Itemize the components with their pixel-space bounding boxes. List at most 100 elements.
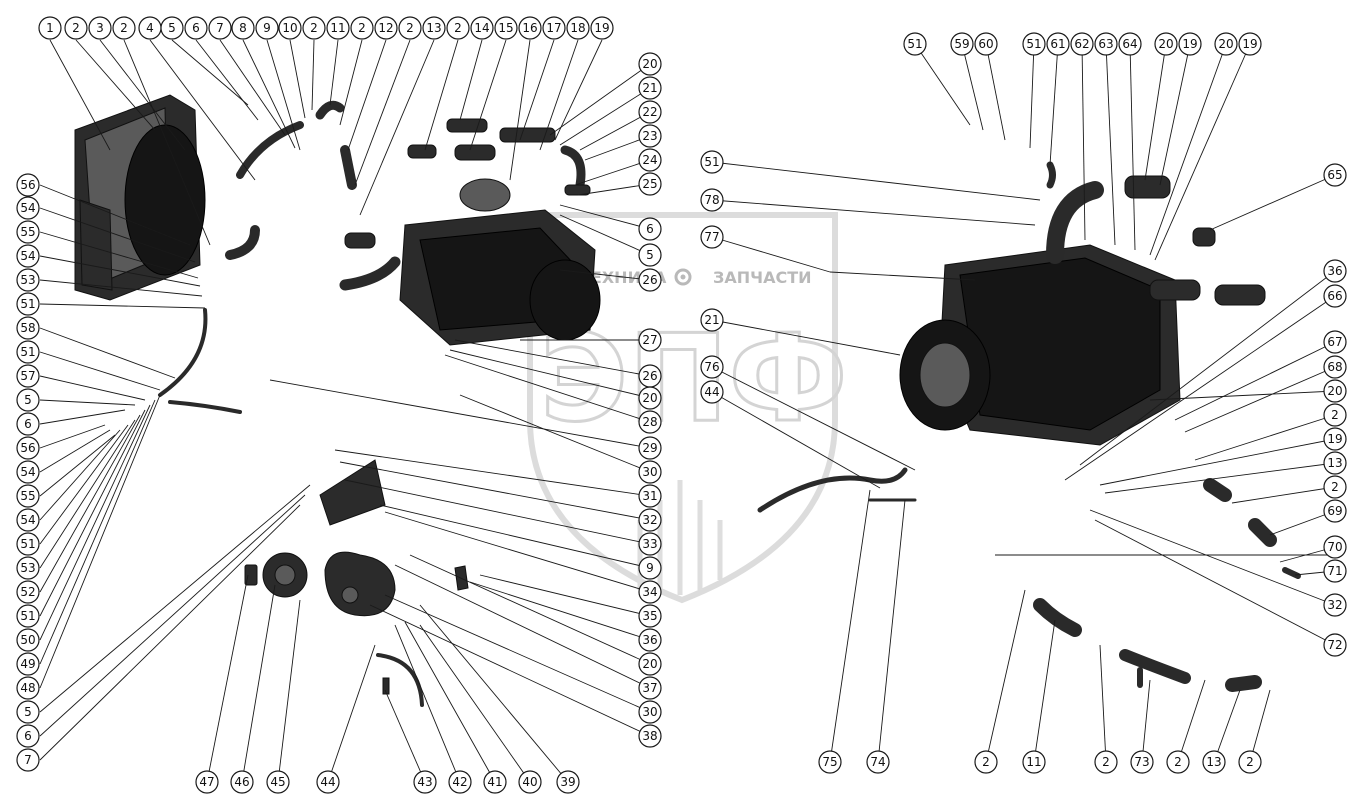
callout-label: 29 <box>638 436 662 460</box>
callout-number: 36 <box>1327 264 1342 278</box>
callout-circle <box>16 628 40 652</box>
callout-circle <box>483 770 507 794</box>
callout-number: 6 <box>24 417 32 431</box>
callout-label: 63 <box>1094 32 1118 56</box>
callout-label: 20 <box>638 52 662 76</box>
callout-circle <box>316 770 340 794</box>
callout-number: 67 <box>1327 335 1342 349</box>
callout-label: 30 <box>638 700 662 724</box>
callout-label: 54 <box>16 508 40 532</box>
callout-number: 21 <box>642 81 657 95</box>
callout-label: 13 <box>1202 750 1226 774</box>
callout-number: 25 <box>642 177 657 191</box>
callout-label: 39 <box>556 770 580 794</box>
callout-label: 62 <box>1070 32 1094 56</box>
callout-number: 20 <box>1218 37 1233 51</box>
callout-label: 20 <box>1154 32 1178 56</box>
callout-circle <box>16 220 40 244</box>
callout-number: 31 <box>642 489 657 503</box>
callout-circle <box>700 150 724 174</box>
callout-number: 42 <box>452 775 467 789</box>
callout-label: 6 <box>638 217 662 241</box>
callout-number: 9 <box>263 21 271 35</box>
callout-circle <box>16 460 40 484</box>
callout-number: 2 <box>310 21 318 35</box>
callout-number: 60 <box>978 37 993 51</box>
callout-circle <box>16 652 40 676</box>
callout-label: 17 <box>542 16 566 40</box>
callout-circle <box>16 364 40 388</box>
callout-number: 49 <box>20 657 35 671</box>
callout-circle <box>195 770 219 794</box>
callout-number: 46 <box>234 775 249 789</box>
callout-number: 62 <box>1074 37 1089 51</box>
callout-number: 20 <box>642 391 657 405</box>
callout-number: 51 <box>704 155 719 169</box>
callout-number: 48 <box>20 681 35 695</box>
callout-label: 77 <box>700 225 724 249</box>
callout-number: 51 <box>20 609 35 623</box>
callout-circle <box>231 16 255 40</box>
callout-number: 35 <box>642 609 657 623</box>
callout-circle <box>1323 163 1347 187</box>
callout-number: 2 <box>406 21 414 35</box>
callout-label: 21 <box>638 76 662 100</box>
callout-label: 14 <box>470 16 494 40</box>
callout-label: 51 <box>16 604 40 628</box>
callout-label: 54 <box>16 244 40 268</box>
callout-number: 20 <box>642 657 657 671</box>
callout-number: 32 <box>642 513 657 527</box>
callout-circle <box>1022 32 1046 56</box>
callout-circle <box>184 16 208 40</box>
callout-number: 43 <box>417 775 432 789</box>
callout-circle <box>638 386 662 410</box>
callout-number: 19 <box>1182 37 1197 51</box>
leader-lines <box>39 39 1336 783</box>
callout-label: 55 <box>16 484 40 508</box>
callout-number: 24 <box>642 153 657 167</box>
callout-number: 6 <box>192 21 200 35</box>
callout-label: 6 <box>16 724 40 748</box>
callout-label: 1 <box>38 16 62 40</box>
callout-number: 5 <box>24 393 32 407</box>
callout-number: 19 <box>1242 37 1257 51</box>
callout-label: 65 <box>1323 163 1347 187</box>
callout-number: 9 <box>646 561 654 575</box>
callout-circle <box>448 770 472 794</box>
callout-label: 34 <box>638 580 662 604</box>
callout-number: 20 <box>1158 37 1173 51</box>
callout-circle <box>1178 32 1202 56</box>
callout-circle <box>542 16 566 40</box>
callout-circle <box>1323 451 1347 475</box>
callout-circle <box>638 148 662 172</box>
callout-circle <box>326 16 350 40</box>
callout-number: 54 <box>20 513 35 527</box>
callout-number: 66 <box>1327 289 1342 303</box>
callout-number: 2 <box>982 755 990 769</box>
callout-circle <box>1130 750 1154 774</box>
lower-right-hoses <box>757 467 1301 692</box>
callout-label: 2 <box>446 16 470 40</box>
callout-circle <box>700 308 724 332</box>
callout-circle <box>974 750 998 774</box>
callout-circle <box>16 484 40 508</box>
callout-circle <box>700 225 724 249</box>
callout-number: 12 <box>378 21 393 35</box>
callout-circle <box>374 16 398 40</box>
callout-circle <box>638 628 662 652</box>
callout-circle <box>160 16 184 40</box>
callout-number: 70 <box>1327 540 1342 554</box>
callout-number: 18 <box>570 21 585 35</box>
callout-circle <box>1323 475 1347 499</box>
callout-number: 56 <box>20 178 35 192</box>
callout-label: 40 <box>518 770 542 794</box>
callout-number: 34 <box>642 585 657 599</box>
callout-label: 52 <box>16 580 40 604</box>
callout-circle <box>1323 379 1347 403</box>
watermark-text-right: ЗАПЧАСТИ <box>713 268 812 287</box>
callout-label: 54 <box>16 460 40 484</box>
callout-label: 33 <box>638 532 662 556</box>
